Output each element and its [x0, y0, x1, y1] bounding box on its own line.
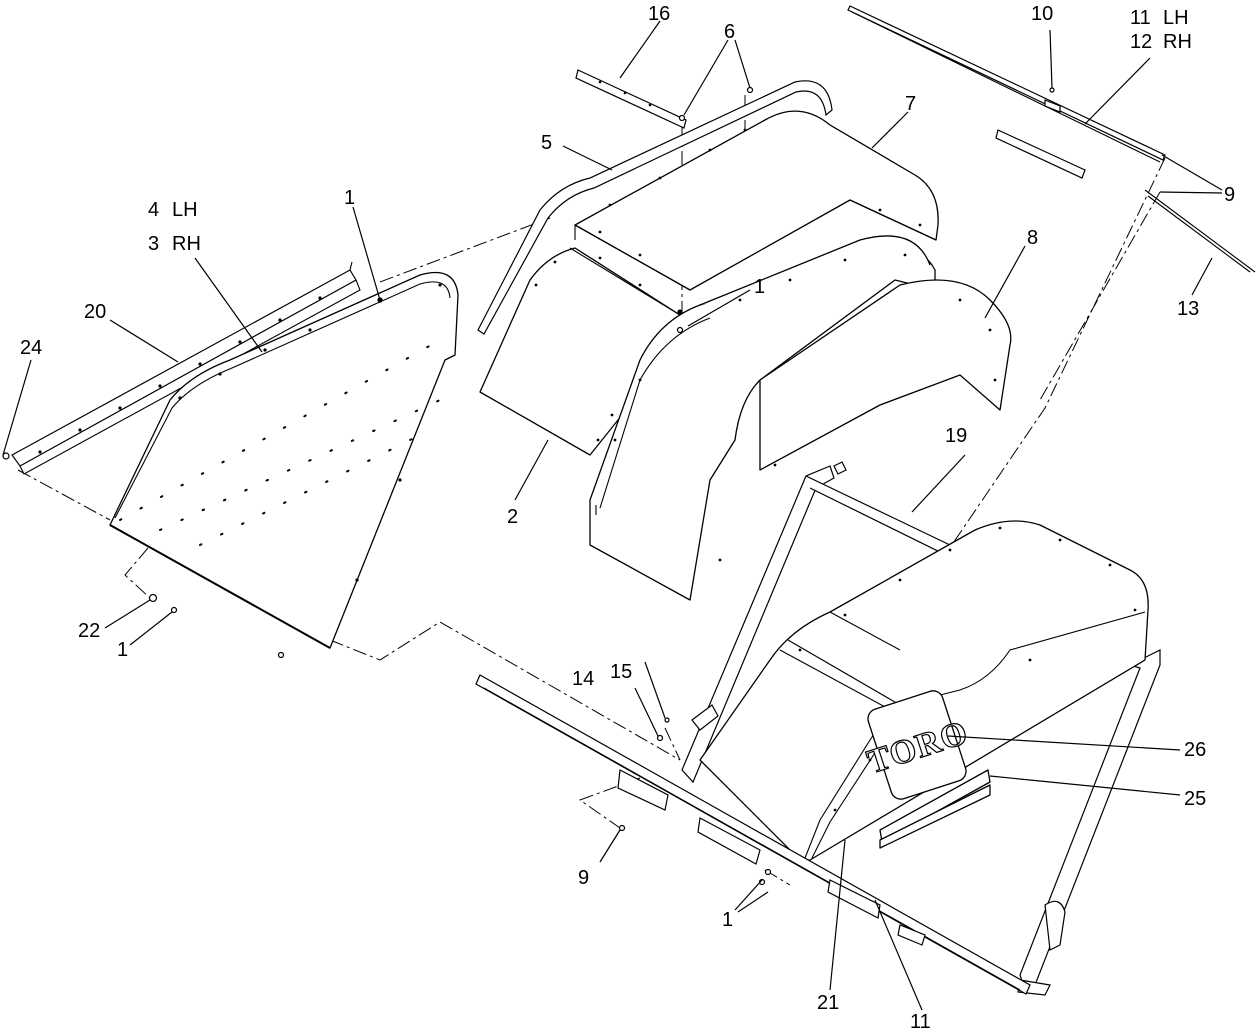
part-1-rivet-a	[170, 606, 285, 659]
part-13-strip	[995, 129, 1256, 273]
callout-6: 6	[724, 21, 735, 43]
callout-12-side: RH	[1163, 31, 1192, 53]
callout-16: 16	[648, 3, 670, 25]
part-25-decal	[879, 769, 991, 849]
part-26-logo-plate: TORO	[862, 690, 973, 800]
callout-1-panel: 1	[344, 187, 355, 209]
callout-14: 14	[572, 668, 594, 690]
callout-1-lower-left: 1	[117, 639, 128, 661]
part-24-screw	[2, 452, 10, 460]
part-8-hood-shell	[589, 235, 1012, 601]
phantom-lines	[17, 95, 1166, 886]
callout-1-bottom: 1	[722, 909, 733, 931]
callout-9-bottom: 9	[578, 867, 589, 889]
callout-26: 26	[1184, 739, 1206, 761]
part-22-washer	[148, 593, 158, 603]
callout-10: 10	[1031, 3, 1053, 25]
callout-13: 13	[1177, 298, 1199, 320]
leader-lines	[2, 20, 1223, 1011]
callout-5: 5	[541, 132, 552, 154]
part-14-15-fasteners	[656, 717, 670, 742]
callout-11-top-side: LH	[1163, 7, 1189, 29]
callout-9-top: 9	[1224, 184, 1235, 206]
part-7-top-cover	[574, 110, 939, 291]
part-16-strip	[575, 69, 687, 129]
part-11-lower-rail	[475, 674, 1031, 995]
callout-24: 24	[20, 337, 42, 359]
callout-4-side: LH	[172, 199, 198, 221]
callout-11-top: 11	[1130, 7, 1151, 29]
callout-3-side: RH	[172, 233, 201, 255]
callout-21: 21	[817, 992, 839, 1014]
callout-20: 20	[84, 301, 106, 323]
callout-22: 22	[78, 620, 100, 642]
callout-11-bottom: 11	[910, 1011, 931, 1033]
callout-3: 3	[148, 233, 159, 255]
callout-19: 19	[945, 425, 967, 447]
callout-12: 12	[1130, 31, 1152, 53]
part-5-edge-trim	[477, 80, 833, 335]
part-21-main-hood	[699, 520, 1149, 861]
part-11-12-rail	[847, 5, 1166, 163]
callout-8: 8	[1027, 227, 1038, 249]
callout-2: 2	[507, 506, 518, 528]
callout-labels: 1 4 LH 3 RH 20 24 22 1 16 6 5 7 1 8 2 10…	[20, 3, 1235, 1033]
callout-1-center: 1	[754, 276, 765, 298]
part-3-4-side-panel	[109, 271, 459, 649]
callout-7: 7	[905, 93, 916, 115]
callout-25: 25	[1184, 788, 1206, 810]
callout-4: 4	[148, 199, 159, 221]
callout-15: 15	[610, 661, 632, 683]
part-10-clip	[1044, 87, 1061, 113]
